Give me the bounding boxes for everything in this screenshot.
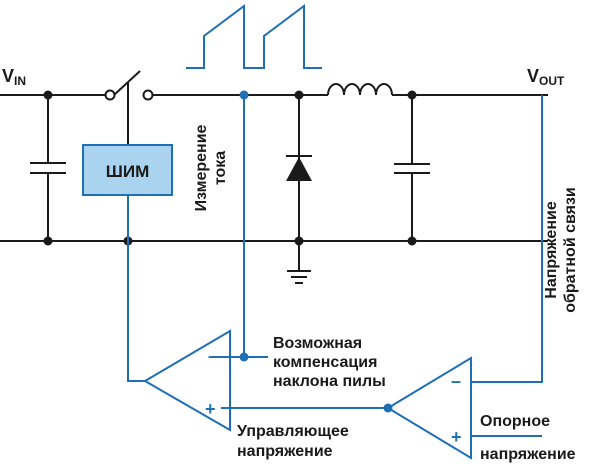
comparator-plus-sign: +	[205, 399, 216, 419]
junction-dot	[294, 90, 304, 100]
feedback-line	[471, 95, 543, 383]
error-amp-minus-sign: –	[451, 371, 461, 391]
svg-text:Измерение: Измерение	[193, 124, 210, 211]
pwm-label: ШИМ	[106, 162, 149, 181]
junction-dot	[407, 90, 417, 100]
junction-dot	[407, 236, 417, 246]
svg-text:Возможная: Возможная	[273, 335, 362, 352]
error-amp-plus-sign: +	[451, 427, 462, 447]
current-sense-label: Измерение тока	[193, 124, 229, 211]
feedback-voltage-label: Напряжение обратной связи	[543, 187, 579, 313]
slope-junction-dot	[239, 352, 249, 362]
vin-label: VIN	[2, 66, 26, 88]
svg-text:обратной связи: обратной связи	[562, 187, 579, 313]
slope-compensation-label: Возможная компенсация наклона пилы	[273, 335, 386, 390]
svg-text:напряжение: напряжение	[480, 446, 576, 463]
comparator-minus-sign: –	[208, 346, 218, 366]
reference-voltage-label: Опорное напряжение	[480, 413, 576, 463]
svg-text:Управляющее: Управляющее	[237, 423, 349, 440]
svg-text:наклона пилы: наклона пилы	[273, 373, 386, 390]
control-voltage-label: Управляющее напряжение	[237, 423, 349, 460]
pwm-block	[82, 144, 173, 196]
diode-triangle	[286, 157, 312, 181]
pwm-comparator	[143, 329, 231, 432]
junction-dot	[294, 236, 304, 246]
error-amplifier	[386, 356, 472, 460]
svg-text:компенсация: компенсация	[273, 354, 377, 371]
inductor	[327, 83, 393, 96]
junction-dot	[43, 236, 53, 246]
comparator-to-pwm-line	[127, 195, 145, 382]
switch-contact-right	[142, 89, 154, 101]
switch-contact-left	[104, 89, 116, 101]
vout-label: VOUT	[527, 66, 565, 88]
svg-text:Опорное: Опорное	[480, 413, 550, 430]
junction-dot	[43, 90, 53, 100]
svg-text:Напряжение: Напряжение	[543, 201, 560, 299]
sawtooth-waveform	[186, 4, 322, 69]
control-junction-dot	[383, 403, 393, 413]
sense-junction-dot	[239, 90, 249, 100]
svg-text:тока: тока	[212, 151, 229, 185]
svg-text:напряжение: напряжение	[237, 443, 333, 460]
